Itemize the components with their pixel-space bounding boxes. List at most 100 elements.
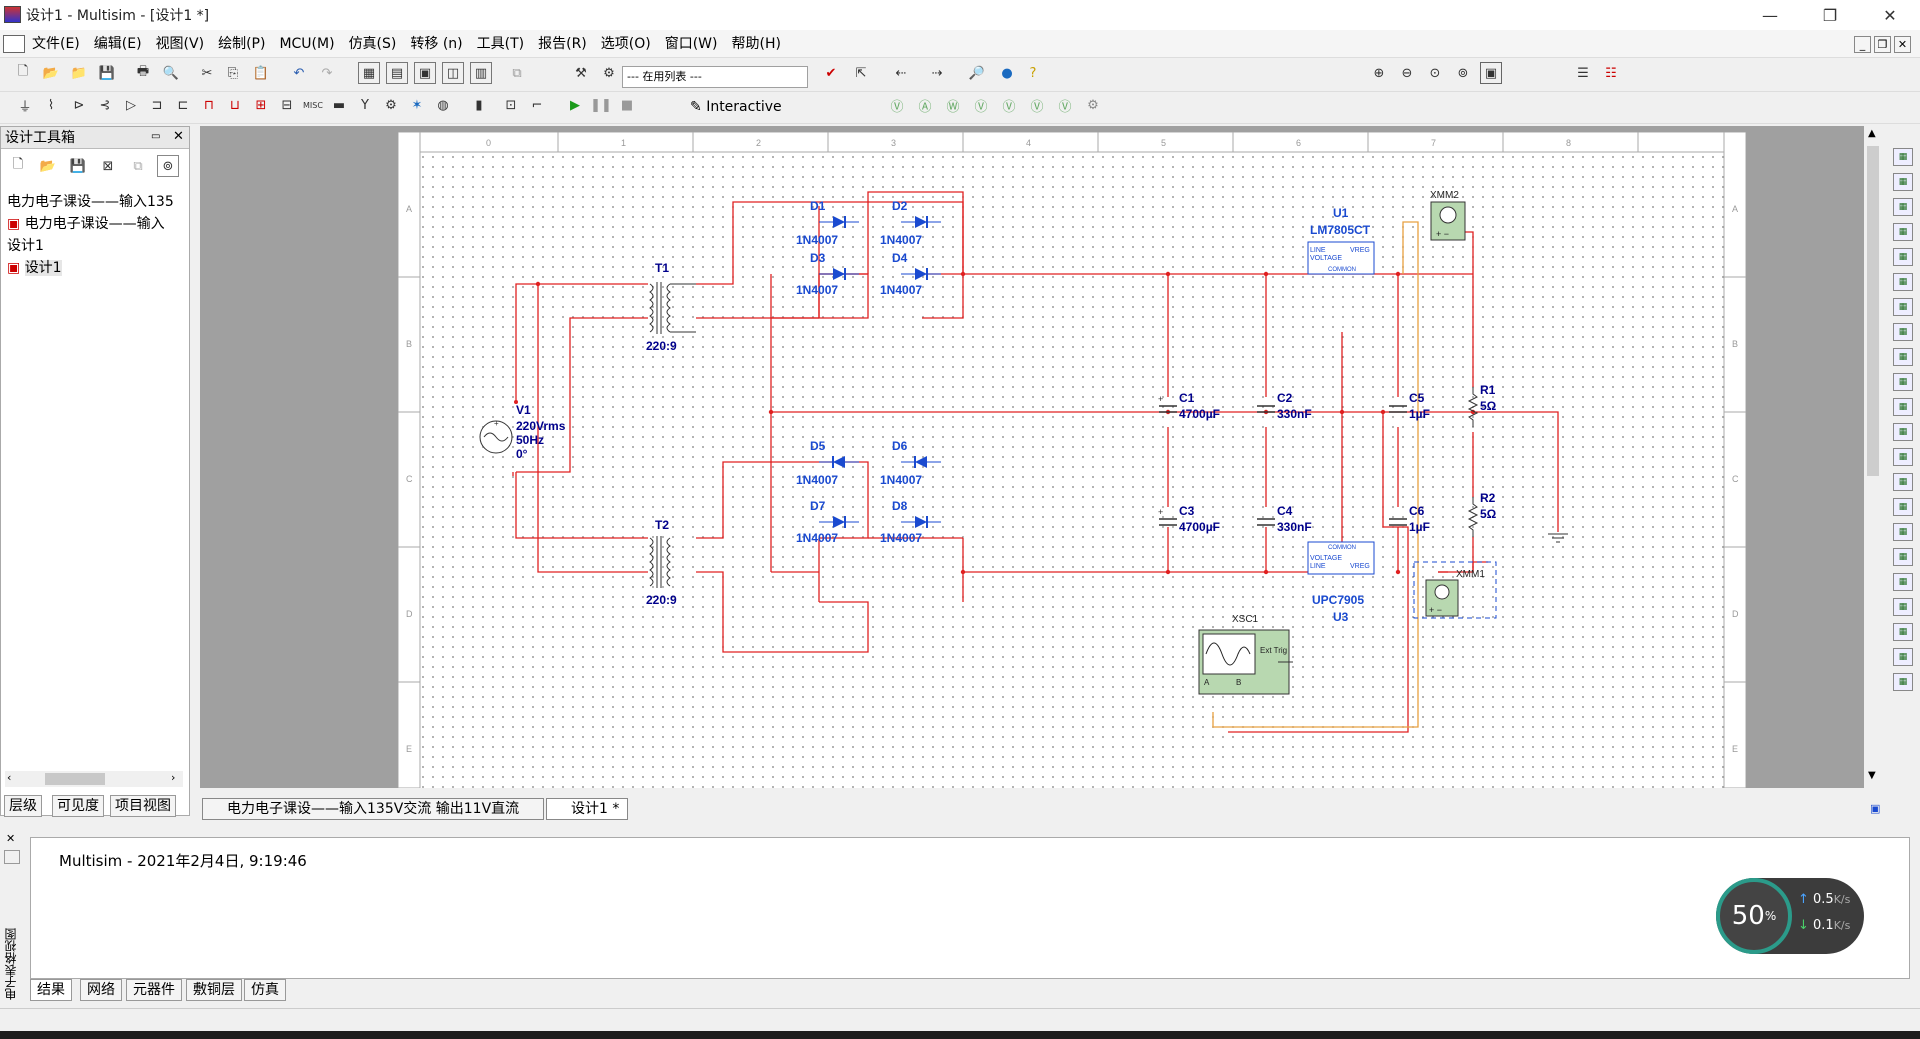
save-icon[interactable]: 💾: [98, 65, 116, 81]
resistor-r1[interactable]: R1 5Ω: [1467, 383, 1497, 427]
zoom-sheet-icon[interactable]: ⊚: [1457, 65, 1469, 81]
probe-differential-icon[interactable]: Ⓥ: [974, 99, 988, 115]
tab-simulation[interactable]: 仿真: [244, 979, 286, 1001]
instrument-icon[interactable]: ▦: [1893, 498, 1913, 516]
tree-item-project[interactable]: 电力电子课设——输入135: [7, 194, 174, 210]
undo-icon[interactable]: ↶: [293, 65, 305, 81]
instrument-icon[interactable]: ▦: [1893, 373, 1913, 391]
transformer-t2[interactable]: T2 220:9: [646, 518, 677, 607]
cmos-icon[interactable]: ⊏: [177, 97, 189, 113]
grapher-icon[interactable]: ◫: [442, 62, 464, 84]
open-sample-icon[interactable]: 📁: [70, 65, 88, 81]
help-icon[interactable]: ?: [1029, 65, 1037, 81]
electromechanical-icon[interactable]: ⚙: [385, 97, 397, 113]
regulator-u3[interactable]: COMMON VOLTAGE LINE VREG UPC7905 U3: [1307, 541, 1375, 624]
spreadsheet-icon[interactable]: ▤: [386, 62, 408, 84]
resistor-r2[interactable]: R2 5Ω: [1467, 491, 1497, 537]
instrument-icon[interactable]: ▦: [1893, 673, 1913, 691]
forward-annotate-icon[interactable]: ⇢: [931, 65, 943, 81]
breadboard-icon[interactable]: ▥: [470, 62, 492, 84]
panel-pin-icon[interactable]: ▭: [151, 131, 161, 142]
tab-visibility[interactable]: 可见度: [52, 795, 104, 817]
transistor-icon[interactable]: ⊰: [99, 97, 111, 113]
menu-tools[interactable]: 工具(T): [476, 35, 525, 52]
rf-icon[interactable]: Y: [361, 97, 369, 113]
tree-hscrollbar[interactable]: ‹ ›: [5, 771, 183, 787]
hierarchical-block-icon[interactable]: ⊡: [505, 97, 517, 113]
run-icon[interactable]: ▶: [570, 97, 580, 113]
instrument-icon[interactable]: ▦: [1893, 173, 1913, 191]
menu-transfer[interactable]: 转移 (n): [410, 35, 463, 52]
multimeter-xmm2[interactable]: XMM2 + −: [1430, 190, 1466, 241]
mcu-icon[interactable]: ▮: [475, 97, 483, 113]
probe-ac-icon[interactable]: Ⓥ: [1002, 99, 1016, 115]
tab-results[interactable]: 结果: [30, 979, 72, 1001]
ni-components-icon[interactable]: ✶: [411, 97, 423, 113]
tab-copper-layers[interactable]: 敷铜层: [186, 979, 242, 1001]
annotate-icon[interactable]: ⇱: [855, 65, 867, 81]
scroll-up-icon[interactable]: ▲: [1868, 128, 1876, 139]
instrument-icon[interactable]: ▦: [1893, 423, 1913, 441]
open-icon[interactable]: 📂: [42, 65, 60, 81]
instrument-icon[interactable]: ▦: [1893, 223, 1913, 241]
output-close-icon[interactable]: ✕: [6, 832, 16, 845]
wires[interactable]: [512, 191, 1559, 733]
bus-icon[interactable]: ⌐: [531, 97, 543, 113]
probe-current-icon[interactable]: Ⓐ: [918, 99, 932, 115]
tab-design1[interactable]: 设计1 *: [546, 798, 628, 820]
tab-components[interactable]: 元器件: [126, 979, 182, 1001]
indicator-icon[interactable]: ⊞: [255, 97, 267, 113]
menu-view[interactable]: 视图(V): [155, 35, 205, 52]
peripherals-icon[interactable]: ▬: [332, 97, 346, 113]
probe-reference-icon[interactable]: Ⓥ: [1058, 99, 1072, 115]
paste-icon[interactable]: 📋: [252, 65, 270, 81]
in-use-list-select[interactable]: --- 在用列表 ---: [622, 66, 808, 88]
scroll-left-icon[interactable]: ‹: [7, 771, 12, 784]
canvas-vscrollbar[interactable]: ▲ ▼: [1864, 126, 1882, 788]
database-icon[interactable]: ▣: [414, 62, 436, 84]
mdi-close-icon[interactable]: ✕: [1894, 36, 1911, 53]
probe-voltage-icon[interactable]: Ⓥ: [890, 99, 904, 115]
copy-icon[interactable]: ⎘: [227, 65, 239, 81]
regulator-u1[interactable]: U1 LM7805CT LINE VREG VOLTAGE COMMON: [1307, 206, 1375, 275]
power-icon[interactable]: ⊟: [281, 97, 293, 113]
source-icon[interactable]: ⏚: [18, 99, 32, 115]
connectors-icon[interactable]: ◍: [437, 97, 449, 113]
component-wizard-icon[interactable]: ⚒: [575, 65, 587, 81]
oscilloscope-xsc1[interactable]: XSC1 Ext Trig A B: [1198, 614, 1293, 695]
erc-icon[interactable]: ✔: [825, 65, 837, 81]
instrument-icon[interactable]: ▦: [1893, 623, 1913, 641]
interactive-mode[interactable]: ✎ Interactive: [690, 99, 782, 115]
tab-hierarchy[interactable]: 层级: [4, 795, 42, 817]
instrument-icon[interactable]: ▦: [1893, 523, 1913, 541]
instrument-icon[interactable]: ▦: [1893, 348, 1913, 366]
tab-design-doc[interactable]: 电力电子课设——输入135V交流 输出11V直流: [202, 798, 544, 820]
instrument-icon[interactable]: ▦: [1893, 548, 1913, 566]
probe-wire[interactable]: [1212, 221, 1419, 728]
instrument-icon[interactable]: ▦: [1893, 473, 1913, 491]
tab-project-view[interactable]: 项目视图: [110, 795, 176, 817]
instrument-icon[interactable]: ▦: [1893, 598, 1913, 616]
ttl-icon[interactable]: ⊐: [151, 97, 163, 113]
panel-close-icon[interactable]: ✕: [173, 129, 184, 144]
instrument-icon[interactable]: ▦: [1893, 248, 1913, 266]
new-icon[interactable]: 🗋: [17, 64, 29, 79]
menu-window[interactable]: 窗口(W): [664, 35, 718, 52]
in-use-list-icon[interactable]: ⚙: [603, 65, 615, 81]
fullscreen-icon[interactable]: ▣: [1480, 62, 1502, 84]
document-icon[interactable]: [3, 34, 25, 53]
instrument-icon[interactable]: ▦: [1893, 323, 1913, 341]
scroll-down-icon[interactable]: ▼: [1868, 770, 1876, 781]
design-toolbox-icon[interactable]: ▦: [358, 62, 380, 84]
schematic-sheet[interactable]: 0 1 2 3 4 5 6 7 8 A B C D E A B C D E: [398, 132, 1746, 788]
minimize-icon[interactable]: —: [1762, 5, 1778, 25]
menu-file[interactable]: 文件(E): [32, 35, 80, 52]
restore-icon[interactable]: ❐: [1822, 5, 1838, 25]
probe-settings-icon[interactable]: ⚙: [1087, 97, 1099, 113]
